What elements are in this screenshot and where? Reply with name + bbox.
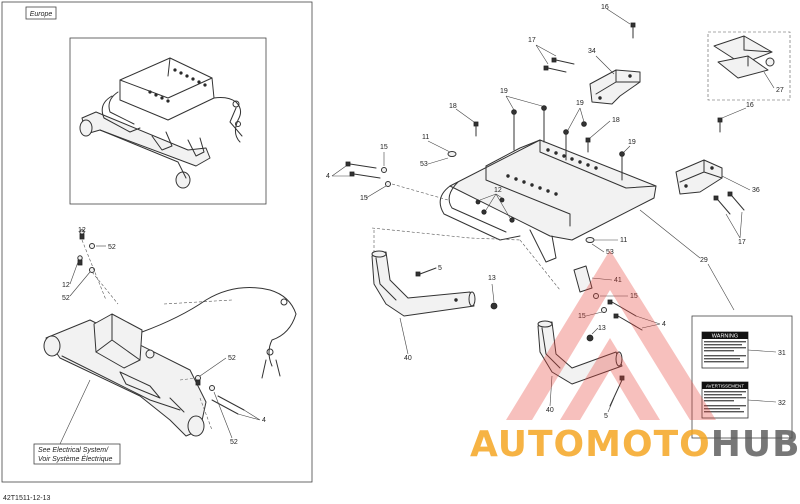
callout-15: 15 (360, 195, 368, 202)
callout-52: 52 (62, 295, 70, 302)
callout-5: 5 (604, 413, 608, 420)
inset-frame (69, 37, 267, 205)
watermark-part1: AUTOMOTO (470, 424, 711, 465)
callout-29: 29 (700, 257, 708, 264)
drawing-code: 42T1511-12-13 (3, 495, 50, 502)
europe-label: Europe (30, 11, 53, 18)
callout-19: 19 (500, 88, 508, 95)
callout-41: 41 (614, 277, 622, 284)
bracket-36 (675, 159, 723, 195)
tube-40-right (537, 320, 623, 385)
callout-5: 5 (438, 265, 442, 272)
electrical-note-box (33, 443, 121, 465)
callout-15: 15 (630, 293, 638, 300)
callout-34: 34 (588, 48, 596, 55)
callout-16: 16 (601, 4, 609, 11)
callout-18: 18 (612, 117, 620, 124)
electrical-note-line2: Voir Système Électrique (38, 454, 113, 463)
decal-avertissement-title: AVERTISSEMENT (706, 384, 745, 389)
callout-40: 40 (546, 407, 554, 414)
callout-36: 36 (752, 187, 760, 194)
callout-52: 52 (108, 244, 116, 251)
callout-11: 11 (620, 237, 627, 244)
left-electrical-assembly (43, 229, 297, 437)
callout-11: 11 (422, 134, 429, 141)
watermark-part2: HUB (711, 424, 800, 465)
callout-12: 12 (494, 187, 502, 194)
decal-box (691, 315, 793, 439)
electrical-note-line1: See Electrical System/ (38, 447, 109, 454)
callout-12: 12 (78, 227, 86, 234)
tube-40-left (371, 250, 476, 317)
callout-53: 53 (606, 249, 614, 256)
callout-17: 17 (528, 37, 536, 44)
watermark-logo (506, 250, 716, 420)
callout-52: 52 (228, 355, 236, 362)
callout-19: 19 (576, 100, 584, 107)
callout-17: 17 (738, 239, 746, 246)
seat-frame-assembly-inset (79, 57, 243, 189)
callout-4: 4 (262, 417, 266, 424)
screw-16-top (630, 22, 636, 39)
callout-4: 4 (326, 173, 330, 180)
callout-40: 40 (404, 355, 412, 362)
callout-4: 4 (662, 321, 666, 328)
callout-16: 16 (746, 102, 754, 109)
callout-27: 27 (776, 87, 784, 94)
screws-17-top (543, 57, 575, 73)
callout-13: 13 (488, 275, 496, 282)
decal-avertissement: AVERTISSEMENT (701, 381, 749, 419)
europe-label-box (25, 6, 57, 20)
callout-52: 52 (230, 439, 238, 446)
callout-15: 15 (578, 313, 586, 320)
callout-18: 18 (449, 103, 457, 110)
watermark-text: AUTOMOTOHUB (470, 424, 800, 465)
bracket-34 (589, 69, 641, 105)
callout-15: 15 (380, 144, 388, 151)
callout-31: 31 (778, 350, 786, 357)
callout-13: 13 (598, 325, 606, 332)
inset-27-parts (707, 31, 791, 101)
callout-53: 53 (420, 161, 428, 168)
callout-19: 19 (628, 139, 636, 146)
left-panel-frame (1, 1, 313, 483)
callout-32: 32 (778, 400, 786, 407)
seat-frame-main (439, 107, 657, 263)
callout-12: 12 (62, 282, 70, 289)
decal-warning: WARNING (701, 331, 749, 369)
decal-warning-title: WARNING (712, 334, 738, 340)
